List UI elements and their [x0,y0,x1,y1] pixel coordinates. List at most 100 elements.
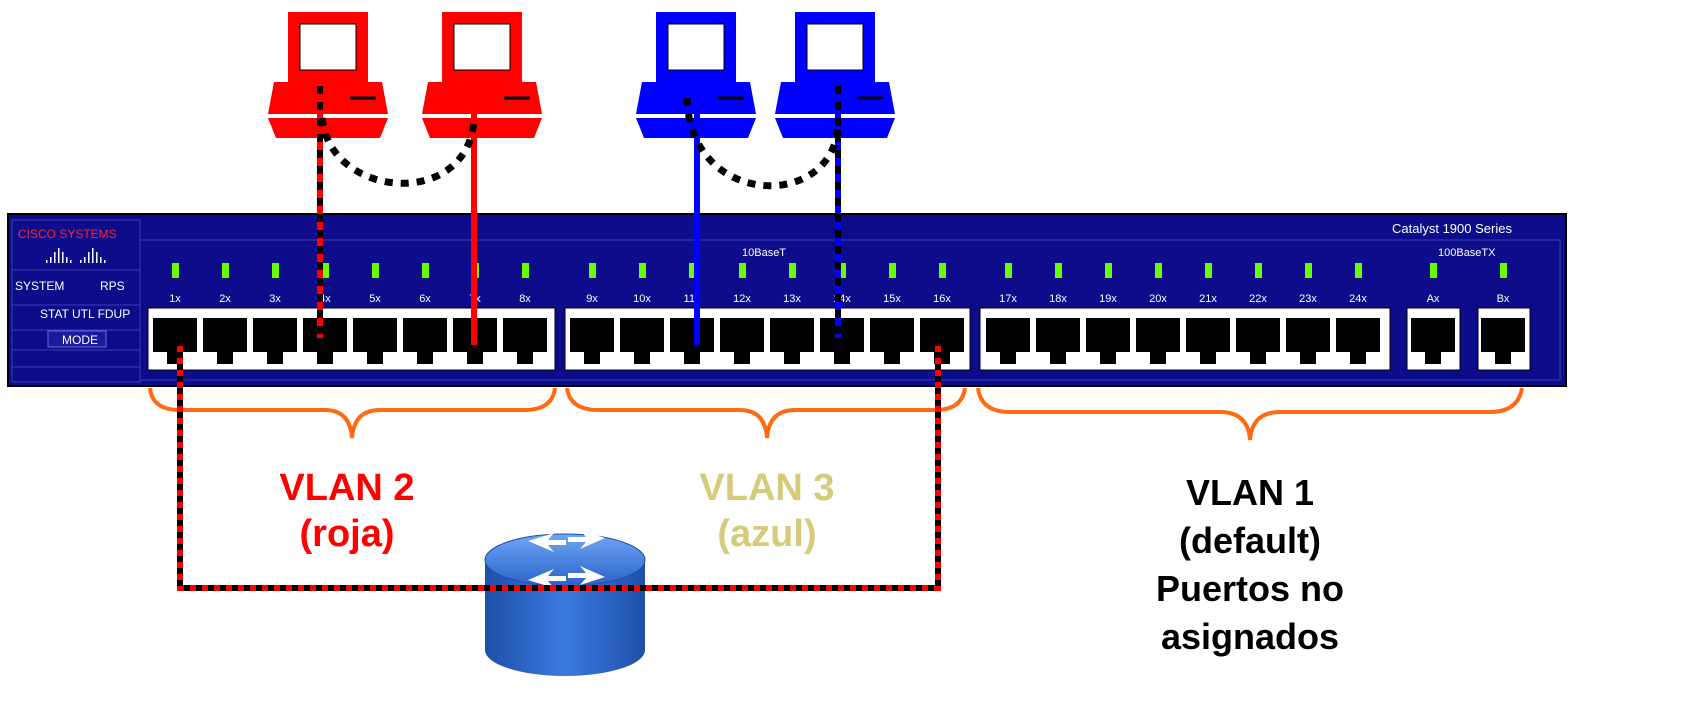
port-9x[interactable] [570,318,614,364]
port-label: 12x [733,293,751,305]
port-11x[interactable] [670,318,714,364]
port-6x[interactable] [403,318,447,364]
port-led [1355,263,1362,278]
port-1x[interactable] [153,318,197,364]
switch-brand: CISCO SYSTEMS [18,227,117,241]
uplink-led [1500,263,1507,278]
port-led [839,263,846,278]
port-12x[interactable] [720,318,764,364]
port-label: 9x [586,293,598,305]
port-label: 21x [1199,293,1217,305]
port-label: 10x [633,293,651,305]
uplink-label: Bx [1497,293,1510,305]
port-led [639,263,646,278]
port-label: 19x [1099,293,1117,305]
port-8x[interactable] [503,318,547,364]
port-3x[interactable] [253,318,297,364]
vlan3-title: VLAN 3 [699,467,834,509]
port-label: 8x [519,293,531,305]
vlan2-subtitle: (roja) [300,513,395,555]
router-icon [484,530,646,676]
brace-vlan2 [148,387,557,439]
pcs [268,12,895,138]
port-led [1255,263,1262,278]
port-led [272,263,279,278]
port-label: 6x [419,293,431,305]
red-pc-1 [268,12,388,138]
port-led [789,263,796,278]
port-label: 15x [883,293,901,305]
port-led [939,263,946,278]
port-18x[interactable] [1036,318,1080,364]
port-4x[interactable] [303,318,347,364]
uplink-Bx[interactable] [1481,318,1525,364]
brace-vlan1 [976,387,1524,441]
mode-button[interactable] [47,330,107,348]
port-2x[interactable] [203,318,247,364]
port-label: 16x [933,293,951,305]
port-19x[interactable] [1086,318,1130,364]
port-label: 3x [269,293,281,305]
vlan1-subtitle: (default) [1179,520,1321,561]
port-17x[interactable] [986,318,1030,364]
port-label: 22x [1249,293,1267,305]
mode-button-label: MODE [62,333,98,347]
port-label: 13x [783,293,801,305]
port-22x[interactable] [1236,318,1280,364]
port-led [372,263,379,278]
port-led [889,263,896,278]
port-banks [147,307,1531,371]
port-label: 1x [169,293,181,305]
port-16x[interactable] [920,318,964,364]
pc-links [317,86,842,345]
stat-utl-fdup-button[interactable]: STAT UTL FDUP [40,307,130,321]
port-label: 17x [999,293,1017,305]
port-led [1105,263,1112,278]
brace-vlan3 [565,387,967,439]
port-led [422,263,429,278]
system-button[interactable]: SYSTEM [15,279,64,293]
port-led [1155,263,1162,278]
uplink-led [1430,263,1437,278]
trunk-cable [177,340,941,591]
port-led [1005,263,1012,278]
port-led [739,263,746,278]
port-5x[interactable] [353,318,397,364]
rps-button[interactable]: RPS [100,279,125,293]
vlan1-title: VLAN 1 [1186,472,1314,513]
group-label-100basetx: 100BaseTX [1438,247,1496,259]
vlan-braces [148,387,1524,441]
port-20x[interactable] [1136,318,1180,364]
port-14x[interactable] [820,318,864,364]
port-led [322,263,329,278]
uplink-label: Ax [1427,293,1440,305]
port-15x[interactable] [870,318,914,364]
vlan1-line3: Puertos no [1156,568,1344,609]
vlan1-line4: asignados [1161,616,1339,657]
port-10x[interactable] [620,318,664,364]
uplink-Ax[interactable] [1411,318,1455,364]
port-led [589,263,596,278]
port-21x[interactable] [1186,318,1230,364]
port-led [172,263,179,278]
port-led [1055,263,1062,278]
vlan2-title: VLAN 2 [279,467,414,509]
port-led [689,263,696,278]
port-label: 18x [1049,293,1067,305]
group-label-10baset: 10BaseT [742,247,786,259]
port-13x[interactable] [770,318,814,364]
port-23x[interactable] [1286,318,1330,364]
port-label: 5x [369,293,381,305]
port-led [522,263,529,278]
port-led [1305,263,1312,278]
cisco-logo-icon [46,248,106,263]
port-leds [172,263,1507,278]
port-label: 24x [1349,293,1367,305]
port-led [222,263,229,278]
vlan3-subtitle: (azul) [717,513,816,555]
switch-model: Catalyst 1900 Series [1392,221,1512,236]
red-pc-2 [422,12,542,138]
port-24x[interactable] [1336,318,1380,364]
